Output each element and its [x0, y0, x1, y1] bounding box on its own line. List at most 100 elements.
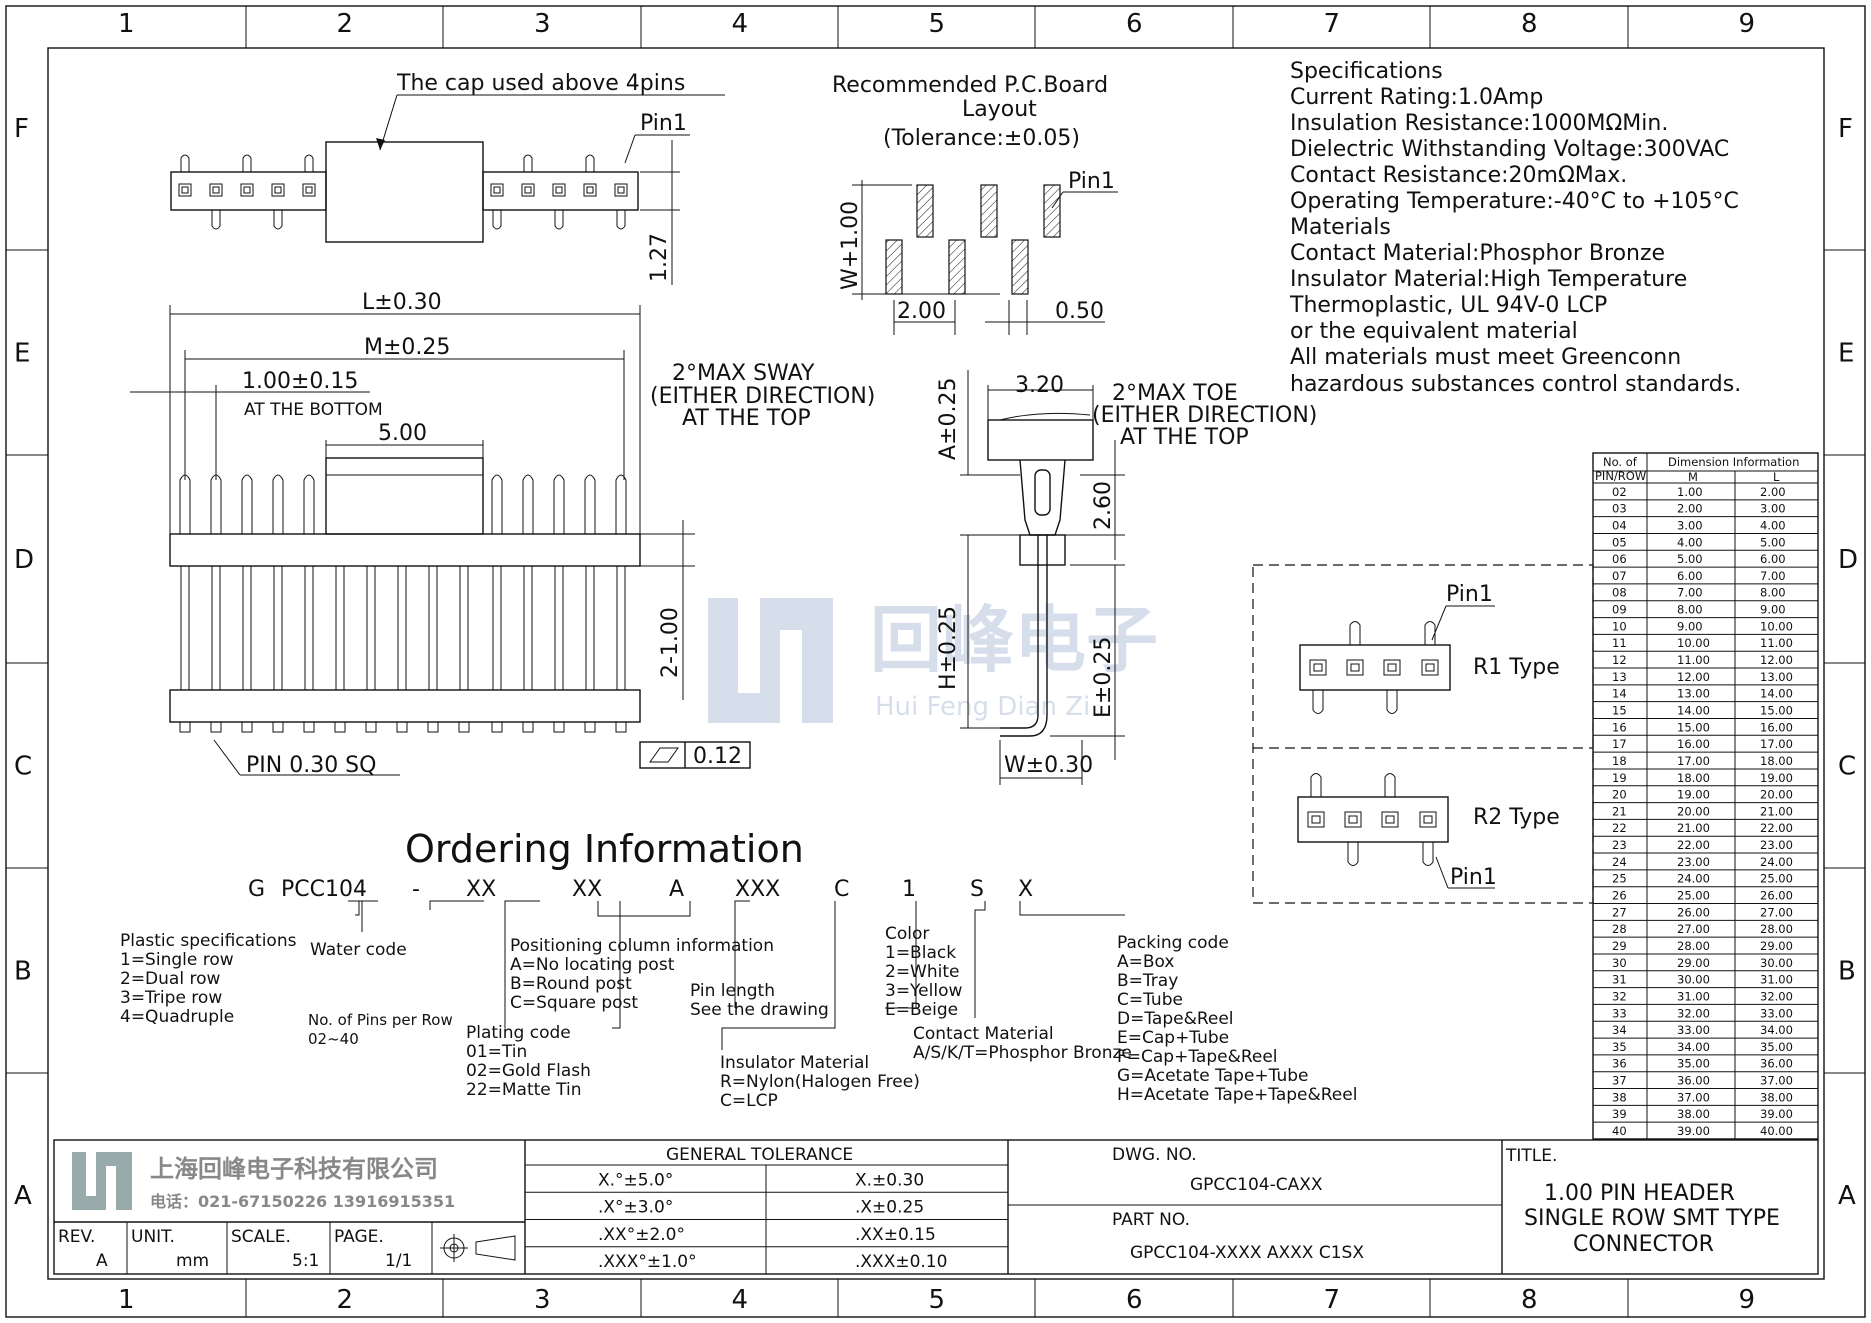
order-water: Water code — [310, 940, 407, 960]
grid-col-bottom-3: 3 — [534, 1285, 551, 1315]
table-cell-l: 32.00 — [1760, 989, 1793, 1003]
order-positioning: B=Round post — [510, 974, 632, 994]
table-cell-l: 36.00 — [1760, 1057, 1793, 1071]
table-cell-pins: 37 — [1612, 1074, 1627, 1088]
table-cell-m: 25.00 — [1677, 889, 1710, 903]
r1-pin — [1346, 659, 1364, 676]
table-cell-pins: 19 — [1612, 771, 1627, 785]
table-cell-m: 30.00 — [1677, 973, 1710, 987]
table-cell-m: 10.00 — [1677, 636, 1710, 650]
grid-col-top-8: 8 — [1521, 9, 1538, 39]
flatness-value: 0.12 — [693, 744, 742, 769]
table-cell-m: 27.00 — [1677, 922, 1710, 936]
order-plastic: Plastic specifications — [120, 931, 297, 951]
company-name: 上海回峰电子科技有限公司 — [150, 1155, 438, 1183]
order-plating: 01=Tin — [466, 1042, 527, 1062]
dwg-label: DWG. NO. — [1112, 1145, 1197, 1165]
table-cell-pins: 30 — [1612, 956, 1627, 970]
spec-line: or the equivalent material — [1290, 319, 1578, 344]
table-cell-pins: 13 — [1612, 670, 1627, 684]
tolerance-angle: .XX°±2.0° — [598, 1225, 685, 1245]
grid-col-bottom-5: 5 — [929, 1285, 946, 1315]
table-hdr-l: L — [1773, 470, 1780, 484]
table-cell-pins: 25 — [1612, 872, 1627, 886]
sway-note-2: (EITHER DIRECTION) — [650, 384, 875, 409]
table-cell-pins: 26 — [1612, 889, 1627, 903]
order-packing: E=Cap+Tube — [1117, 1028, 1229, 1048]
spec-line: Dielectric Withstanding Voltage:300VAC — [1290, 137, 1729, 162]
table-cell-m: 32.00 — [1677, 1006, 1710, 1020]
tolerance-angle: .XXX°±1.0° — [598, 1252, 697, 1272]
table-cell-l: 15.00 — [1760, 703, 1793, 717]
title-block: 上海回峰电子科技有限公司 电话：021-67150226 13916915351… — [53, 1139, 1819, 1275]
top-height-dim: 1.27 — [647, 233, 672, 282]
table-cell-pins: 12 — [1612, 653, 1627, 667]
table-cell-l: 17.00 — [1760, 737, 1793, 751]
rev-label: REV. — [58, 1227, 95, 1247]
order-code-segment: A — [669, 877, 684, 902]
table-cell-l: 10.00 — [1760, 619, 1793, 633]
pin-size-note: PIN 0.30 SQ — [246, 753, 376, 778]
table-cell-pins: 05 — [1612, 535, 1627, 549]
order-code-segment: X — [1018, 877, 1033, 902]
sway-note-3: AT THE TOP — [682, 406, 811, 431]
table-cell-l: 16.00 — [1760, 720, 1793, 734]
order-color: Color — [885, 924, 929, 944]
a-dim: A±0.25 — [936, 378, 961, 460]
order-plastic: 4=Quadruple — [120, 1007, 234, 1027]
order-packing: B=Tray — [1117, 971, 1178, 991]
w-dim: W±0.30 — [1004, 753, 1093, 778]
order-packing: D=Tape&Reel — [1117, 1009, 1234, 1029]
grid-col-top-5: 5 — [929, 9, 946, 39]
front-pin — [584, 474, 596, 534]
table-cell-l: 40.00 — [1760, 1124, 1793, 1138]
top-pin-square — [240, 183, 254, 197]
front-pin — [303, 474, 315, 534]
table-cell-l: 20.00 — [1760, 788, 1793, 802]
order-plastic: 3=Tripe row — [120, 988, 222, 1008]
table-cell-m: 17.00 — [1677, 754, 1710, 768]
order-insulator: C=LCP — [720, 1091, 778, 1111]
table-cell-pins: 34 — [1612, 1023, 1627, 1037]
table-cell-l: 11.00 — [1760, 636, 1793, 650]
r1-pin1-label: Pin1 — [1446, 582, 1493, 607]
table-cell-m: 18.00 — [1677, 771, 1710, 785]
front-pin — [241, 474, 253, 534]
grid-col-bottom-1: 1 — [118, 1285, 135, 1315]
table-cell-pins: 38 — [1612, 1090, 1627, 1104]
order-code-segment: XXX — [735, 877, 780, 902]
table-cell-m: 38.00 — [1677, 1107, 1710, 1121]
front-view: L±0.30 M±0.25 1.00±0.15 AT THE BOTTOM 5.… — [130, 290, 875, 778]
front-pin — [210, 474, 222, 534]
company-phone: 电话：021-67150226 13916915351 — [150, 1192, 455, 1211]
table-cell-pins: 02 — [1612, 485, 1627, 499]
toe-note-3: AT THE TOP — [1120, 425, 1249, 450]
grid-row-right-C: C — [1838, 752, 1856, 782]
top-pin-square — [490, 183, 504, 197]
ordering-title: Ordering Information — [405, 827, 804, 871]
grid-row-left-F: F — [14, 114, 29, 144]
side-width-dim: 3.20 — [1015, 373, 1064, 398]
table-cell-l: 6.00 — [1760, 552, 1786, 566]
grid-col-top-7: 7 — [1324, 9, 1341, 39]
table-cell-l: 38.00 — [1760, 1090, 1793, 1104]
top-pin-square — [302, 183, 316, 197]
pcb-title-2: Layout — [962, 97, 1037, 122]
order-pins: 02~40 — [308, 1030, 359, 1048]
top-view: The cap used above 4pins Pin1 1.27 — [170, 71, 725, 285]
part-value: GPCC104-XXXX AXXX C1SX — [1130, 1243, 1364, 1263]
order-pin-length: See the drawing — [690, 1000, 829, 1020]
tolerance-angle: X.°±5.0° — [598, 1170, 673, 1190]
table-cell-m: 26.00 — [1677, 905, 1710, 919]
table-cell-pins: 04 — [1612, 518, 1627, 532]
order-insulator: R=Nylon(Halogen Free) — [720, 1072, 920, 1092]
table-cell-m: 3.00 — [1677, 518, 1703, 532]
spec-line: Operating Temperature:-40°C to +105°C — [1290, 189, 1739, 214]
grid-row-left-D: D — [14, 545, 34, 575]
l-dim: L±0.30 — [362, 290, 442, 315]
watermark: 回峰电子 Hui Feng Dian Zi — [708, 598, 1158, 723]
grid-col-top-9: 9 — [1739, 9, 1756, 39]
table-cell-m: 13.00 — [1677, 687, 1710, 701]
spec-line: Insulator Material:High Temperature — [1290, 267, 1687, 292]
